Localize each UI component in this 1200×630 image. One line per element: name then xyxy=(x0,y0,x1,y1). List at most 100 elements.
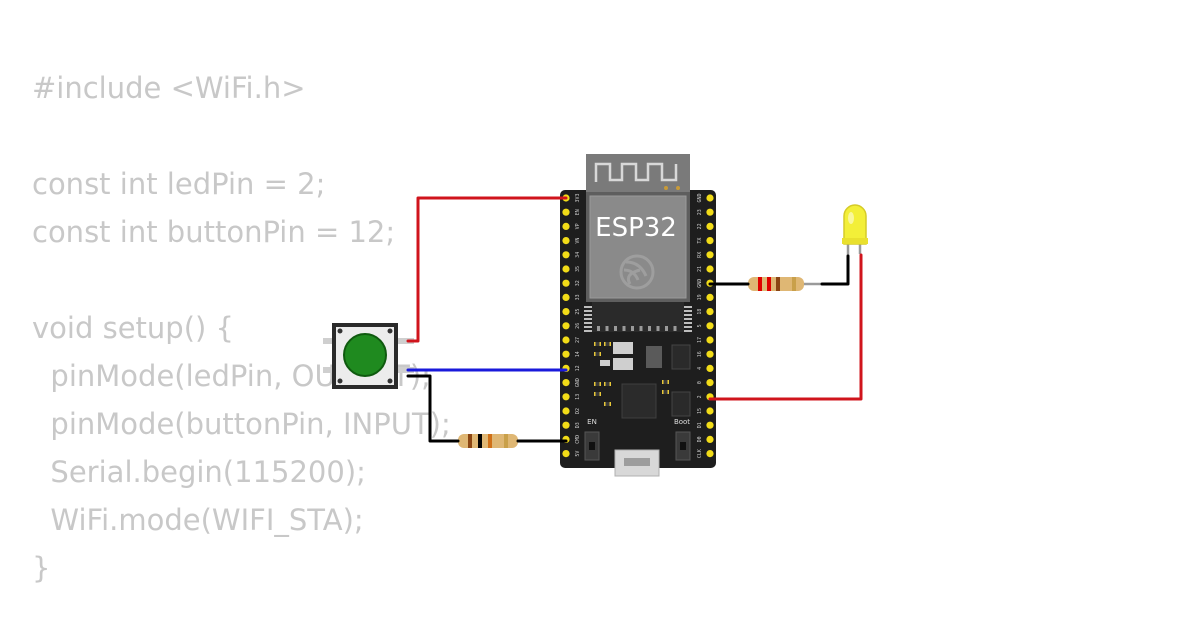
esp32-board[interactable]: ESP32 EN Boot 3V3ENVPVN34353233252627141… xyxy=(560,154,716,477)
pin-label: 4 xyxy=(697,367,703,370)
code-line: void setup() { xyxy=(32,311,234,345)
pin-label: GND xyxy=(575,378,581,387)
pin-label: 27 xyxy=(575,337,581,343)
left-pin-header: 3V3ENVPVN343532332526271412GND13D2D3CMD5… xyxy=(562,193,581,458)
code-overlay: #include <WiFi.h> const int ledPin = 2; co… xyxy=(32,64,451,592)
pin-label: 34 xyxy=(575,252,581,258)
pin-33[interactable] xyxy=(562,293,570,301)
pin-label: 15 xyxy=(697,408,703,414)
pin-label: 12 xyxy=(575,365,581,371)
code-line: pinMode(ledPin, OUTPUT); xyxy=(32,359,431,393)
pin-23[interactable] xyxy=(706,208,714,216)
pin-34[interactable] xyxy=(562,251,570,259)
pin-label: RX xyxy=(697,252,703,258)
code-line: Serial.begin(115200); xyxy=(32,455,366,489)
pin-label: 13 xyxy=(575,394,581,400)
pin-label: GND xyxy=(697,279,703,288)
pin-35[interactable] xyxy=(562,265,570,273)
push-button[interactable] xyxy=(323,323,414,389)
pin-14[interactable] xyxy=(562,350,570,358)
pin-label: 25 xyxy=(575,309,581,315)
wires xyxy=(406,196,863,443)
pin-label: 17 xyxy=(697,337,703,343)
pin-vn[interactable] xyxy=(562,237,570,245)
pin-d1[interactable] xyxy=(706,421,714,429)
pin-label: VP xyxy=(575,223,581,229)
pin-15[interactable] xyxy=(706,407,714,415)
pin-label: D2 xyxy=(575,408,581,414)
pin-label: EN xyxy=(575,209,581,215)
wire-3v3-red xyxy=(406,196,568,343)
pin-tx[interactable] xyxy=(706,237,714,245)
pin-label: D1 xyxy=(697,422,703,428)
pin-label: CMD xyxy=(575,435,581,444)
code-line: const int buttonPin = 12; xyxy=(32,215,396,249)
pin-label: 21 xyxy=(697,266,703,272)
wifi-antenna xyxy=(586,154,690,194)
wire-resistor-led-black xyxy=(820,254,850,286)
pin-label: 26 xyxy=(575,323,581,329)
pin-19[interactable] xyxy=(706,293,714,301)
pin-label: 3V3 xyxy=(575,193,581,202)
code-line: #include <WiFi.h> xyxy=(32,71,306,105)
pin-label: 16 xyxy=(697,351,703,357)
pin-13[interactable] xyxy=(562,393,570,401)
pin-clk[interactable] xyxy=(706,450,714,458)
pin-5[interactable] xyxy=(706,322,714,330)
pin-gnd[interactable] xyxy=(562,379,570,387)
code-line: pinMode(buttonPin, INPUT); xyxy=(32,407,451,441)
pin-label: 22 xyxy=(697,223,703,229)
pin-label: CLK xyxy=(697,449,703,458)
usb-uart-chip xyxy=(621,383,657,419)
pin-5v[interactable] xyxy=(562,450,570,458)
pin-27[interactable] xyxy=(562,336,570,344)
pin-17[interactable] xyxy=(706,336,714,344)
pin-label: 18 xyxy=(697,309,703,315)
code-line: WiFi.mode(WIFI_STA); xyxy=(32,503,364,537)
wire-button-resistor-black xyxy=(406,374,460,443)
pin-label: 23 xyxy=(697,209,703,215)
pin-label: GND xyxy=(697,193,703,202)
pin-18[interactable] xyxy=(706,308,714,316)
pin-gnd[interactable] xyxy=(706,194,714,202)
code-line: const int ledPin = 2; xyxy=(32,167,326,201)
pin-16[interactable] xyxy=(706,350,714,358)
pin-label: 2 xyxy=(697,395,703,398)
antenna-trace xyxy=(594,162,678,182)
pin-0[interactable] xyxy=(706,379,714,387)
espressif-logo-icon xyxy=(619,254,655,290)
voltage-regulator xyxy=(646,346,662,368)
pin-label: D0 xyxy=(697,436,703,442)
pin-label: 5 xyxy=(697,324,703,327)
button-cap[interactable] xyxy=(343,333,387,377)
pin-rx[interactable] xyxy=(706,251,714,259)
pin-25[interactable] xyxy=(562,308,570,316)
pin-22[interactable] xyxy=(706,222,714,230)
pin-d3[interactable] xyxy=(562,421,570,429)
pin-d0[interactable] xyxy=(706,435,714,443)
pin-en[interactable] xyxy=(562,208,570,216)
pin-label: 19 xyxy=(697,294,703,300)
pin-label: TX xyxy=(697,238,703,244)
pin-vp[interactable] xyxy=(562,222,570,230)
pin-32[interactable] xyxy=(562,279,570,287)
wire-gpio2-red xyxy=(708,253,863,401)
led-yellow xyxy=(842,204,868,256)
pin-label: D3 xyxy=(575,422,581,428)
pin-label: 0 xyxy=(697,381,703,384)
pin-label: 35 xyxy=(575,266,581,272)
resistor-pulldown xyxy=(448,434,530,448)
pin-label: VN xyxy=(575,238,581,244)
pin-4[interactable] xyxy=(706,364,714,372)
code-line: } xyxy=(32,551,51,585)
pin-label: 5V xyxy=(575,451,581,457)
pin-21[interactable] xyxy=(706,265,714,273)
smd-components xyxy=(594,342,669,406)
module-pads xyxy=(584,302,692,332)
pin-label: 33 xyxy=(575,294,581,300)
pin-26[interactable] xyxy=(562,322,570,330)
pin-label: 32 xyxy=(575,280,581,286)
pin-d2[interactable] xyxy=(562,407,570,415)
